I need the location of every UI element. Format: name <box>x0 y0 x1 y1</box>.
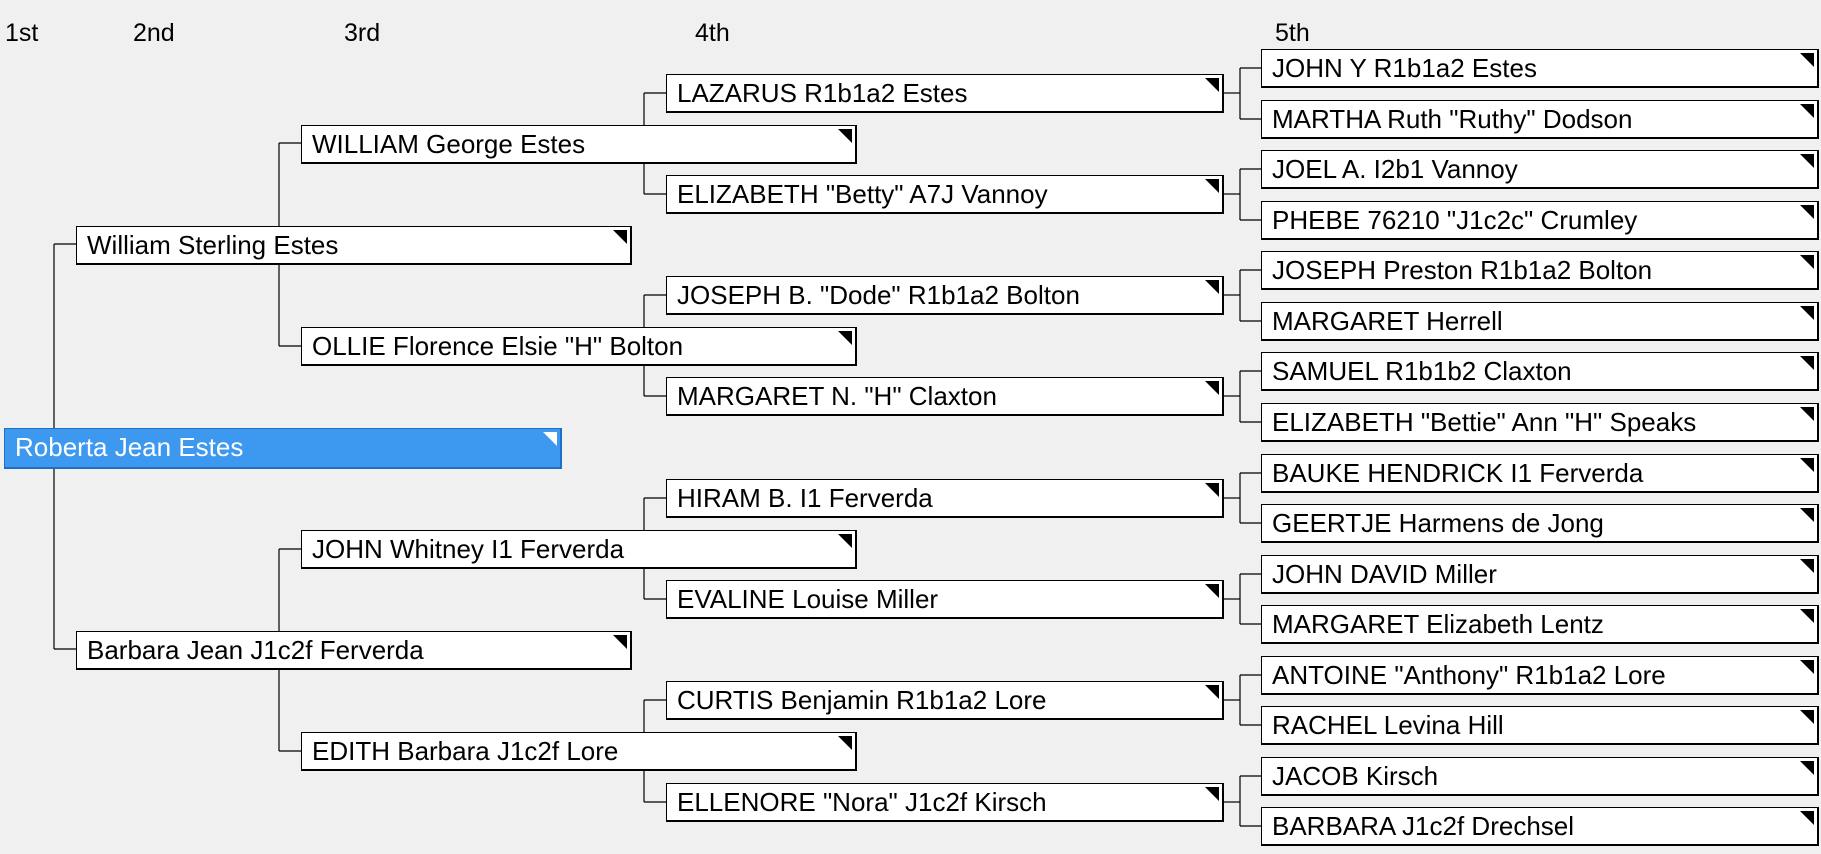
corner-flag-icon <box>1800 407 1814 421</box>
corner-flag-icon <box>1800 458 1814 472</box>
corner-flag-icon <box>1205 179 1219 193</box>
corner-flag-icon <box>1800 609 1814 623</box>
person-box-gen4-3[interactable]: JOSEPH B. "Dode" R1b1a2 Bolton <box>666 276 1224 315</box>
corner-flag-icon <box>1205 78 1219 92</box>
person-name: JOSEPH Preston R1b1a2 Bolton <box>1272 255 1653 285</box>
person-box-gen5-9[interactable]: BAUKE HENDRICK I1 Ferverda <box>1261 454 1819 493</box>
person-name: WILLIAM George Estes <box>312 129 586 159</box>
corner-flag-icon <box>1205 381 1219 395</box>
corner-flag-icon <box>1800 660 1814 674</box>
generation-header-3rd: 3rd <box>344 19 381 47</box>
person-box-gen4-6[interactable]: EVALINE Louise Miller <box>666 580 1224 619</box>
person-box-gen5-2[interactable]: MARTHA Ruth "Ruthy" Dodson <box>1261 100 1819 139</box>
person-box-gen4-7[interactable]: CURTIS Benjamin R1b1a2 Lore <box>666 681 1224 720</box>
person-box-gen2-1[interactable]: William Sterling Estes <box>76 226 632 265</box>
corner-flag-icon <box>1205 280 1219 294</box>
generation-header-1st: 1st <box>5 19 39 47</box>
person-box-gen5-10[interactable]: GEERTJE Harmens de Jong <box>1261 504 1819 543</box>
corner-flag-icon <box>1800 508 1814 522</box>
person-box-gen4-2[interactable]: ELIZABETH "Betty" A7J Vannoy <box>666 175 1224 214</box>
person-name: CURTIS Benjamin R1b1a2 Lore <box>677 685 1047 715</box>
person-name: JOHN DAVID Miller <box>1272 559 1497 589</box>
corner-flag-icon <box>1800 559 1814 573</box>
person-name: MARGARET Elizabeth Lentz <box>1272 609 1604 639</box>
person-name: OLLIE Florence Elsie "H" Bolton <box>312 331 684 361</box>
person-name: LAZARUS R1b1a2 Estes <box>677 78 968 108</box>
person-name: ELIZABETH "Betty" A7J Vannoy <box>677 179 1048 209</box>
person-box-gen3-2[interactable]: OLLIE Florence Elsie "H" Bolton <box>301 327 857 366</box>
person-box-gen4-8[interactable]: ELLENORE "Nora" J1c2f Kirsch <box>666 783 1224 822</box>
person-box-gen5-13[interactable]: ANTOINE "Anthony" R1b1a2 Lore <box>1261 656 1819 695</box>
person-box-gen5-14[interactable]: RACHEL Levina Hill <box>1261 706 1819 745</box>
corner-flag-icon <box>1800 53 1814 67</box>
person-name: MARTHA Ruth "Ruthy" Dodson <box>1272 104 1633 134</box>
person-name: JOHN Whitney I1 Ferverda <box>312 534 625 564</box>
person-name: HIRAM B. I1 Ferverda <box>677 483 933 513</box>
person-name: SAMUEL R1b1b2 Claxton <box>1272 356 1572 386</box>
corner-flag-icon <box>1800 811 1814 825</box>
corner-flag-icon <box>1800 205 1814 219</box>
person-name: BAUKE HENDRICK I1 Ferverda <box>1272 458 1644 488</box>
person-name: MARGARET Herrell <box>1272 306 1503 336</box>
corner-flag-icon <box>1800 306 1814 320</box>
corner-flag-icon <box>838 129 852 143</box>
person-box-gen5-3[interactable]: JOEL A. I2b1 Vannoy <box>1261 150 1819 189</box>
generation-header-2nd: 2nd <box>133 19 175 47</box>
person-name: William Sterling Estes <box>87 230 339 260</box>
person-name: RACHEL Levina Hill <box>1272 710 1504 740</box>
person-box-gen4-1[interactable]: LAZARUS R1b1a2 Estes <box>666 74 1224 113</box>
generation-header-4th: 4th <box>695 19 730 47</box>
person-name: MARGARET N. "H" Claxton <box>677 381 997 411</box>
person-name: Barbara Jean J1c2f Ferverda <box>87 635 424 665</box>
person-box-gen3-1[interactable]: WILLIAM George Estes <box>301 125 857 164</box>
person-box-gen5-11[interactable]: JOHN DAVID Miller <box>1261 555 1819 594</box>
corner-flag-icon <box>1205 483 1219 497</box>
corner-flag-icon <box>1205 787 1219 801</box>
person-box-gen5-12[interactable]: MARGARET Elizabeth Lentz <box>1261 605 1819 644</box>
person-box-gen5-6[interactable]: MARGARET Herrell <box>1261 302 1819 341</box>
corner-flag-icon <box>838 534 852 548</box>
person-box-gen3-3[interactable]: JOHN Whitney I1 Ferverda <box>301 530 857 569</box>
person-box-gen5-15[interactable]: JACOB Kirsch <box>1261 757 1819 796</box>
person-name: ELLENORE "Nora" J1c2f Kirsch <box>677 787 1047 817</box>
person-box-gen4-4[interactable]: MARGARET N. "H" Claxton <box>666 377 1224 416</box>
corner-flag-icon <box>1800 710 1814 724</box>
person-box-gen2-2[interactable]: Barbara Jean J1c2f Ferverda <box>76 631 632 670</box>
corner-flag-icon <box>1800 761 1814 775</box>
person-box-gen5-4[interactable]: PHEBE 76210 "J1c2c" Crumley <box>1261 201 1819 240</box>
corner-flag-icon <box>1800 255 1814 269</box>
person-name: ELIZABETH "Bettie" Ann "H" Speaks <box>1272 407 1697 437</box>
person-name: EVALINE Louise Miller <box>677 584 939 614</box>
person-name: BARBARA J1c2f Drechsel <box>1272 811 1575 841</box>
person-name: JOSEPH B. "Dode" R1b1a2 Bolton <box>677 280 1080 310</box>
person-box-gen5-16[interactable]: BARBARA J1c2f Drechsel <box>1261 807 1819 846</box>
person-box-gen5-5[interactable]: JOSEPH Preston R1b1a2 Bolton <box>1261 251 1819 290</box>
corner-flag-icon <box>1205 685 1219 699</box>
person-box-gen5-8[interactable]: ELIZABETH "Bettie" Ann "H" Speaks <box>1261 403 1819 442</box>
person-box-gen3-4[interactable]: EDITH Barbara J1c2f Lore <box>301 732 857 771</box>
corner-flag-icon <box>543 432 557 446</box>
person-name: JOEL A. I2b1 Vannoy <box>1272 154 1518 184</box>
person-box-gen5-1[interactable]: JOHN Y R1b1a2 Estes <box>1261 49 1819 88</box>
person-name: JOHN Y R1b1a2 Estes <box>1272 53 1537 83</box>
person-name: EDITH Barbara J1c2f Lore <box>312 736 619 766</box>
corner-flag-icon <box>838 331 852 345</box>
person-name: JACOB Kirsch <box>1272 761 1439 791</box>
person-box-gen4-5[interactable]: HIRAM B. I1 Ferverda <box>666 479 1224 518</box>
corner-flag-icon <box>1800 356 1814 370</box>
corner-flag-icon <box>1800 104 1814 118</box>
person-name: GEERTJE Harmens de Jong <box>1272 508 1604 538</box>
corner-flag-icon <box>1205 584 1219 598</box>
generation-header-5th: 5th <box>1275 19 1310 47</box>
corner-flag-icon <box>1800 154 1814 168</box>
person-name: ANTOINE "Anthony" R1b1a2 Lore <box>1272 660 1666 690</box>
person-box-gen1[interactable]: Roberta Jean Estes <box>4 428 562 469</box>
person-box-gen5-7[interactable]: SAMUEL R1b1b2 Claxton <box>1261 352 1819 391</box>
person-name: PHEBE 76210 "J1c2c" Crumley <box>1272 205 1638 235</box>
corner-flag-icon <box>613 635 627 649</box>
corner-flag-icon <box>838 736 852 750</box>
corner-flag-icon <box>613 230 627 244</box>
person-name: Roberta Jean Estes <box>15 432 244 462</box>
